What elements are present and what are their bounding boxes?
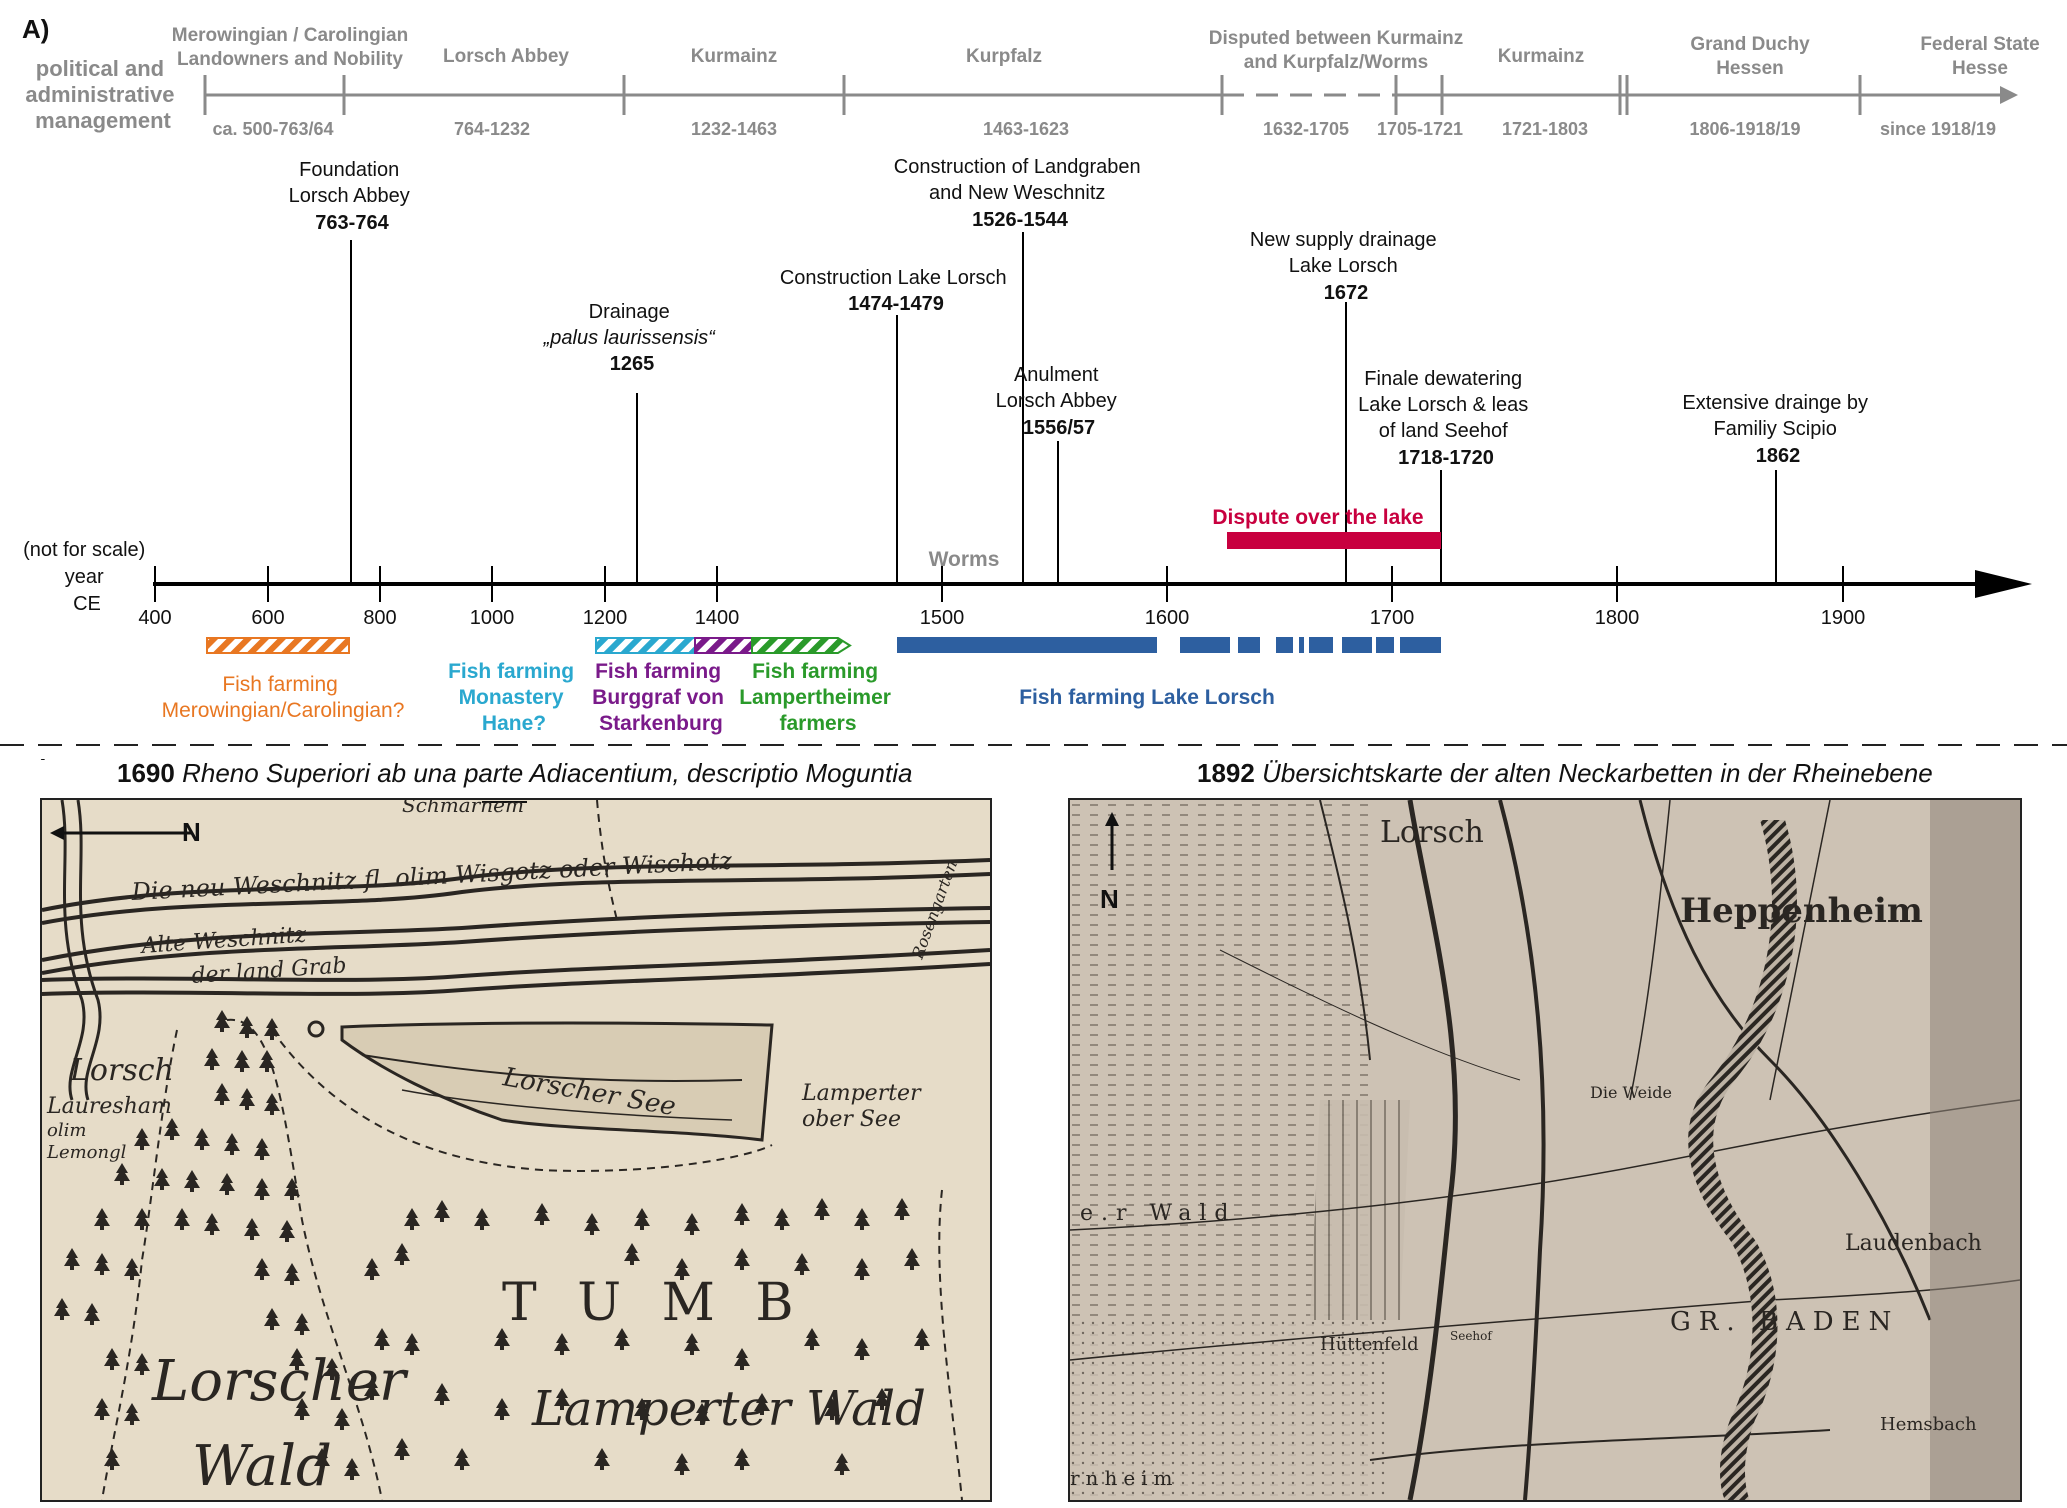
map-1892-name: Übersichtskarte der alten Neckarbetten i…: [1262, 758, 1933, 788]
tick-1800: 1800: [1595, 607, 1640, 629]
bar-fish-lampertheimer: [751, 637, 852, 654]
label-fish-lampertheimer: Fish farming Lampertheimer farmers: [739, 660, 897, 735]
map2-hemsbach-label: Hemsbach: [1880, 1414, 1977, 1435]
event-scipio: Extensive drainge by Familiy Scipio 1862: [1682, 392, 1873, 467]
admin-row-label-line-1: political and: [36, 56, 164, 81]
tick-1600: 1600: [1145, 607, 1190, 629]
bar-fish-merowingian: [206, 637, 350, 654]
admin-years-4: 1463-1623: [983, 119, 1069, 139]
admin-row-label: political and administrative management: [25, 56, 180, 133]
admin-period-years: ca. 500-763/64 764-1232 1232-1463 1463-1…: [212, 119, 1996, 139]
panel-a-label: A): [22, 14, 49, 44]
tick-1700: 1700: [1370, 607, 1415, 629]
map2-weide-label: Die Weide: [1590, 1083, 1672, 1102]
admin-row-label-line-2: administrative: [25, 82, 174, 107]
admin-years-9: since 1918/19: [1880, 119, 1996, 139]
event-supply-drainage: New supply drainage Lake Lorsch 1672: [1250, 229, 1442, 304]
map-1690: N Schmarnem Die neu Weschnitz fl. olim W…: [40, 798, 992, 1502]
admin-years-6: 1705-1721: [1377, 119, 1463, 139]
tick-1200: 1200: [583, 607, 628, 629]
map2-huettenfeld-label: Hüttenfeld: [1320, 1334, 1419, 1355]
map-1892-year: 1892: [1197, 758, 1255, 788]
fish-farming-labels: Fish farming Merowingian/Carolingian? Fi…: [162, 660, 1275, 735]
map-1690-title: 1690 Rheno Superiori ab una parte Adiace…: [117, 758, 912, 789]
event-foundation: Foundation Lorsch Abbey 763-764: [289, 159, 416, 234]
label-fish-burggraf: Fish farming Burggraf von Starkenburg: [592, 660, 730, 735]
map2-laudenbach-label: Laudenbach: [1845, 1231, 1982, 1256]
map2-wald-label: e.r Wald: [1080, 1201, 1236, 1226]
axis-label: (not for scale) year CE: [23, 539, 151, 615]
timeline-diagram: A) political and administrative manageme…: [0, 14, 2067, 760]
admin-years-8: 1806-1918/19: [1689, 119, 1800, 139]
admin-period-2-name: Lorsch Abbey: [443, 46, 569, 67]
admin-period-7-name: Kurmainz: [1498, 46, 1585, 67]
map2-north: N: [1100, 884, 1119, 914]
event-dewatering: Finale dewatering Lake Lorsch & leas of …: [1358, 368, 1534, 469]
map1-north: N: [182, 817, 201, 847]
map2-baden-label: GR. BADEN: [1670, 1307, 1899, 1337]
tick-600: 600: [251, 607, 284, 629]
panel-b-label: B): [22, 754, 49, 760]
admin-years-5: 1632-1705: [1263, 119, 1349, 139]
map-1892: N Lorsch Heppenheim Die Weide e.r Wald L…: [1068, 798, 2022, 1502]
admin-period-3-name: Kurmainz: [691, 46, 778, 67]
map1-lamperter-wald-label: Lamperter Wald: [531, 1381, 926, 1437]
admin-timeline: [203, 75, 2018, 115]
admin-years-1: ca. 500-763/64: [212, 119, 333, 139]
map-1690-year: 1690: [117, 758, 175, 788]
tick-400: 400: [138, 607, 171, 629]
event-stems: [350, 232, 1777, 583]
tick-1000: 1000: [470, 607, 515, 629]
old-neckar-bed: [1688, 820, 1797, 1500]
bar-fish-lake-lorsch: [897, 637, 1441, 653]
map2-lorsch-label: Lorsch: [1380, 815, 1484, 850]
map2-heppenheim-label: Heppenheim: [1680, 891, 1923, 931]
admin-years-2: 764-1232: [454, 119, 530, 139]
tick-800: 800: [363, 607, 396, 629]
tick-1900: 1900: [1821, 607, 1866, 629]
year-axis: [153, 566, 2032, 602]
label-fish-hane: Fish farming Monastery Hane?: [448, 660, 580, 735]
map1-tumb-label: T U M B: [502, 1273, 806, 1333]
admin-period-4-name: Kurpfalz: [966, 46, 1042, 67]
event-labels: Foundation Lorsch Abbey 763-764 Drainage…: [289, 156, 1873, 469]
event-construction-lake: Construction Lake Lorsch 1474-1479: [780, 267, 1012, 315]
event-anulment: Anulment Lorsch Abbey 1556/57: [996, 364, 1123, 439]
map1-top-text: Schmarnem: [402, 800, 524, 817]
map-1690-drawing: N Schmarnem Die neu Weschnitz fl. olim W…: [42, 800, 990, 1500]
worms-label: Worms: [929, 548, 1000, 571]
map1-ditch-label: der land Grab: [191, 953, 348, 989]
event-landgraben: Construction of Landgraben and New Wesch…: [894, 156, 1146, 231]
map-1892-drawing: N Lorsch Heppenheim Die Weide e.r Wald L…: [1070, 800, 2020, 1500]
label-fish-merowingian: Fish farming Merowingian/Carolingian?: [162, 673, 405, 722]
tick-1400: 1400: [695, 607, 740, 629]
admin-years-7: 1721-1803: [1502, 119, 1588, 139]
fish-farming-bars: [206, 637, 1441, 654]
dispute-label: Dispute over the lake: [1212, 506, 1423, 529]
event-drainage: Drainage „palus laurissensis“ 1265: [543, 301, 721, 375]
map-1690-name: Rheno Superiori ab una parte Adiacentium…: [182, 758, 913, 788]
admin-row-label-line-3: management: [35, 108, 171, 133]
dispute-bar: [1227, 532, 1441, 549]
label-fish-lake-lorsch: Fish farming Lake Lorsch: [1019, 686, 1275, 709]
axis-tick-labels: 400 600 800 1000 1200 1400 1500 1600 170…: [138, 607, 1865, 629]
admin-years-3: 1232-1463: [691, 119, 777, 139]
map-1892-title: 1892 Übersichtskarte der alten Neckarbet…: [1197, 758, 1933, 789]
map2-seehof-label: Seehof: [1450, 1329, 1493, 1343]
bar-fish-hane: [595, 637, 696, 654]
tick-1500: 1500: [920, 607, 965, 629]
bar-fish-burggraf: [694, 637, 753, 654]
map2-viernheim-label: rnheim: [1070, 1466, 1179, 1490]
